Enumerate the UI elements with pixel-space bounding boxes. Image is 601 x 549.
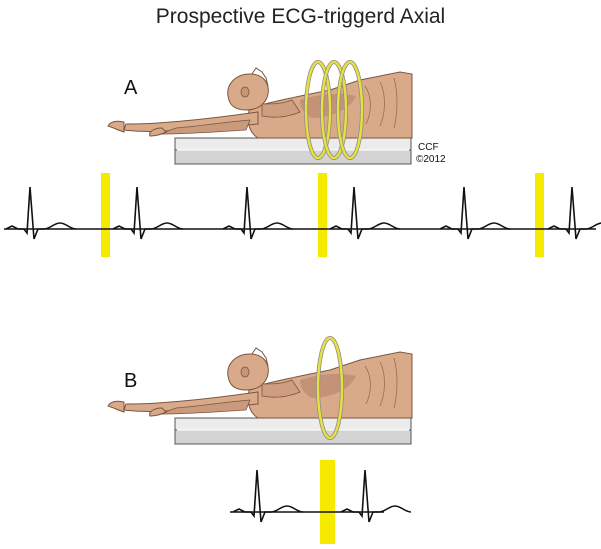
gantry-ring-b [316, 336, 344, 440]
ecg-beat [5, 186, 77, 240]
copyright-line-2: ©2012 [416, 154, 446, 165]
panel-b-label: B [124, 370, 137, 392]
ecg-strip-a [4, 173, 601, 257]
panel-a: A CCF ©2012 [4, 60, 601, 257]
acquisition-window-a-1 [101, 173, 110, 257]
ecg-beat [112, 186, 184, 240]
ecg-beat [222, 186, 294, 240]
acquisition-window-a-3 [535, 173, 544, 257]
ecg-strip-b [230, 460, 412, 544]
acquisition-window-b-1 [320, 460, 335, 544]
acquisition-window-a-2 [318, 173, 327, 257]
panel-b: B [107, 336, 413, 544]
diagram-title: Prospective ECG-triggerd Axial [155, 5, 446, 28]
ecg-beat [340, 469, 412, 523]
patient-figure-b [107, 347, 413, 445]
ecg-beat [329, 186, 401, 240]
ecg-beat [439, 186, 511, 240]
gantry-rings-a [304, 60, 364, 160]
patient-figure-a [107, 67, 413, 165]
ecg-beat [232, 469, 304, 523]
copyright-line-1: CCF [418, 142, 439, 153]
ecg-beat [547, 186, 601, 240]
panel-a-label: A [124, 77, 138, 99]
